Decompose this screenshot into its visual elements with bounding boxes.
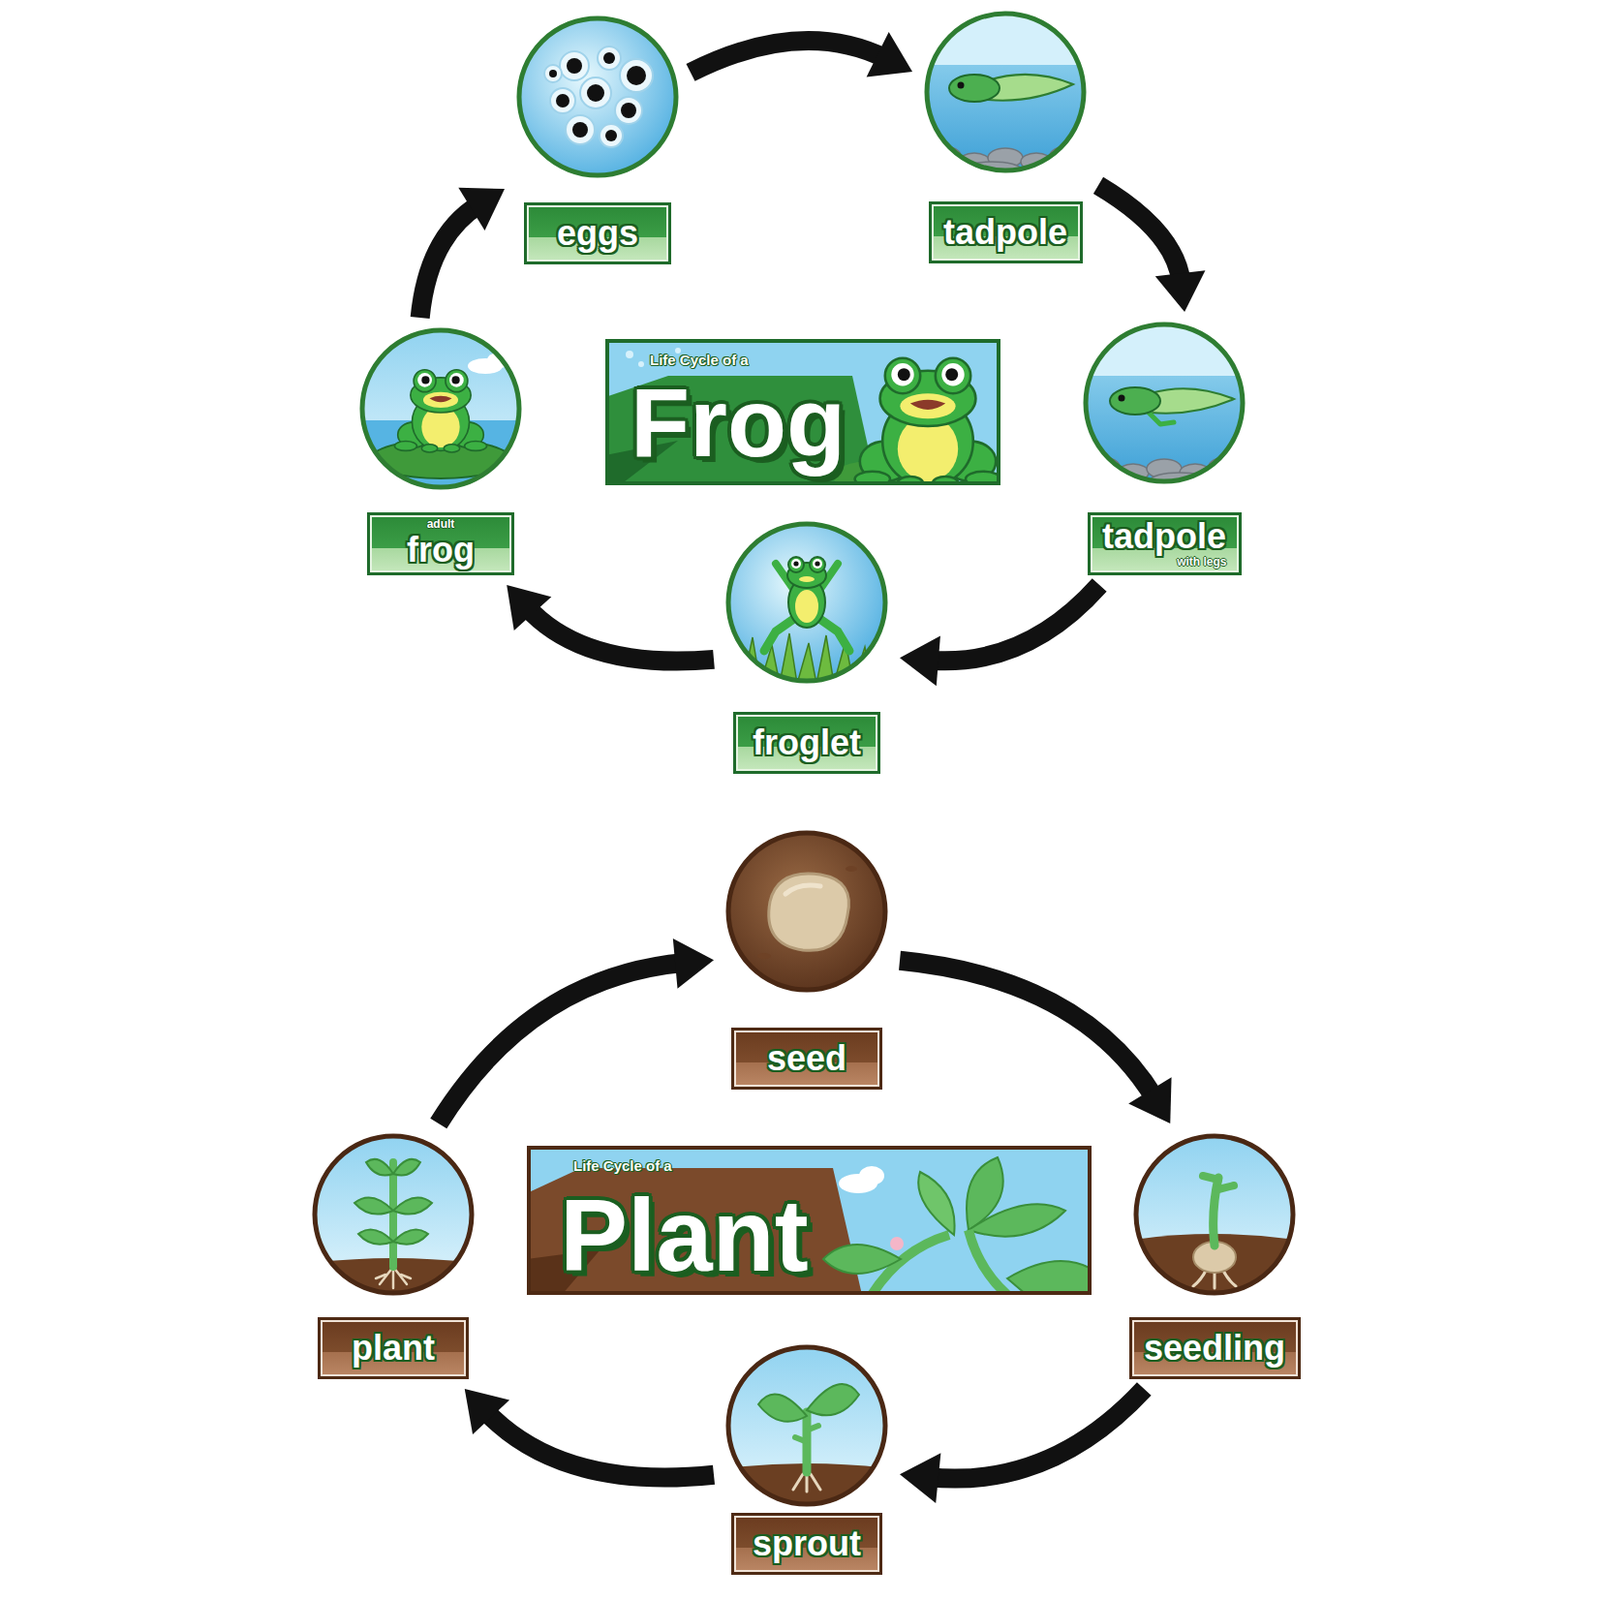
stage-label-box: adultfrog — [367, 512, 515, 576]
arrow-head — [866, 31, 913, 78]
stage-label-box: tadpole — [928, 201, 1083, 264]
stage-label-box: seedling — [1129, 1317, 1301, 1380]
seed-picture — [725, 830, 889, 993]
title-banner: Life Cycle of a Plant — [526, 1145, 1092, 1295]
froglet-picture — [725, 521, 889, 684]
cycle-arrow — [899, 960, 1172, 1124]
cycle-arrow — [899, 584, 1100, 686]
cycle-arrow — [1098, 184, 1205, 312]
arrow-shaft — [928, 584, 1100, 661]
banner-subtitle: Life Cycle of a — [573, 1158, 673, 1175]
cycle-arrow — [438, 938, 714, 1124]
stage-label-box: tadpolewith legs — [1087, 512, 1242, 576]
stage-label: seedling — [1143, 1329, 1286, 1368]
frog-banner-art — [605, 338, 1001, 486]
stage-node: seedling — [1129, 1133, 1301, 1380]
banner-title: Plant — [559, 1184, 809, 1287]
stage-label-box: plant — [317, 1317, 469, 1380]
stage-label: frog — [406, 531, 475, 570]
title-banner: Life Cycle of a Frog — [605, 338, 1001, 486]
cycle-arrow — [506, 584, 714, 662]
arrow-shaft — [690, 40, 887, 73]
stage-node: tadpole — [922, 10, 1089, 264]
arrow-shaft — [484, 1410, 714, 1478]
stage-node: froglet — [723, 521, 891, 774]
arrow-head — [899, 1452, 941, 1504]
stage-node: seed — [723, 830, 891, 1090]
stage-label: tadpole — [1102, 518, 1227, 556]
banner-subtitle: Life Cycle of a — [649, 352, 749, 370]
tadpole-legs-picture — [1082, 321, 1246, 489]
stage-label-box: eggs — [523, 202, 672, 265]
arrow-head — [899, 636, 941, 687]
arrow-head — [506, 584, 552, 631]
stage-note: adult — [427, 518, 456, 531]
arrow-head — [673, 938, 714, 989]
stage-node: tadpolewith legs — [1080, 321, 1248, 576]
stage-node: adultfrog — [357, 327, 524, 576]
stage-label: seed — [767, 1040, 847, 1078]
arrow-shaft — [1098, 184, 1182, 283]
arrow-head — [464, 1388, 510, 1435]
stage-node: eggs — [514, 15, 681, 265]
arrow-shaft — [420, 204, 481, 318]
seedling-picture — [1133, 1133, 1296, 1296]
cycle-arrow — [464, 1388, 714, 1478]
stage-label-box: froglet — [733, 711, 881, 774]
arrow-head — [458, 187, 505, 231]
stage-label: froglet — [752, 724, 862, 763]
cycle-arrow — [420, 187, 505, 318]
plant-picture — [311, 1133, 475, 1296]
stage-note: with legs — [1176, 555, 1227, 569]
arrow-shaft — [525, 606, 714, 661]
stage-node: plant — [309, 1133, 477, 1380]
stage-label-box: sprout — [731, 1512, 883, 1575]
banner-title: Frog — [630, 373, 846, 471]
stage-label: plant — [351, 1329, 435, 1368]
stage-label-box: seed — [731, 1027, 883, 1090]
stage-label: tadpole — [943, 214, 1068, 252]
sprout-picture — [725, 1344, 889, 1508]
stage-node: sprout — [723, 1344, 891, 1575]
arrow-shaft — [438, 962, 685, 1124]
arrow-shaft — [899, 960, 1156, 1100]
arrow-head — [1155, 270, 1206, 312]
cycle-arrow — [899, 1388, 1144, 1504]
arrow-shaft — [928, 1388, 1144, 1479]
eggs-picture — [516, 15, 679, 179]
stage-label: sprout — [752, 1525, 862, 1564]
plant-banner-art — [526, 1145, 1092, 1295]
tadpole-picture — [923, 10, 1087, 178]
adult-frog-picture — [359, 327, 523, 491]
cycle-arrow — [690, 31, 913, 78]
arrow-head — [1128, 1076, 1171, 1124]
stage-label: eggs — [556, 215, 639, 253]
